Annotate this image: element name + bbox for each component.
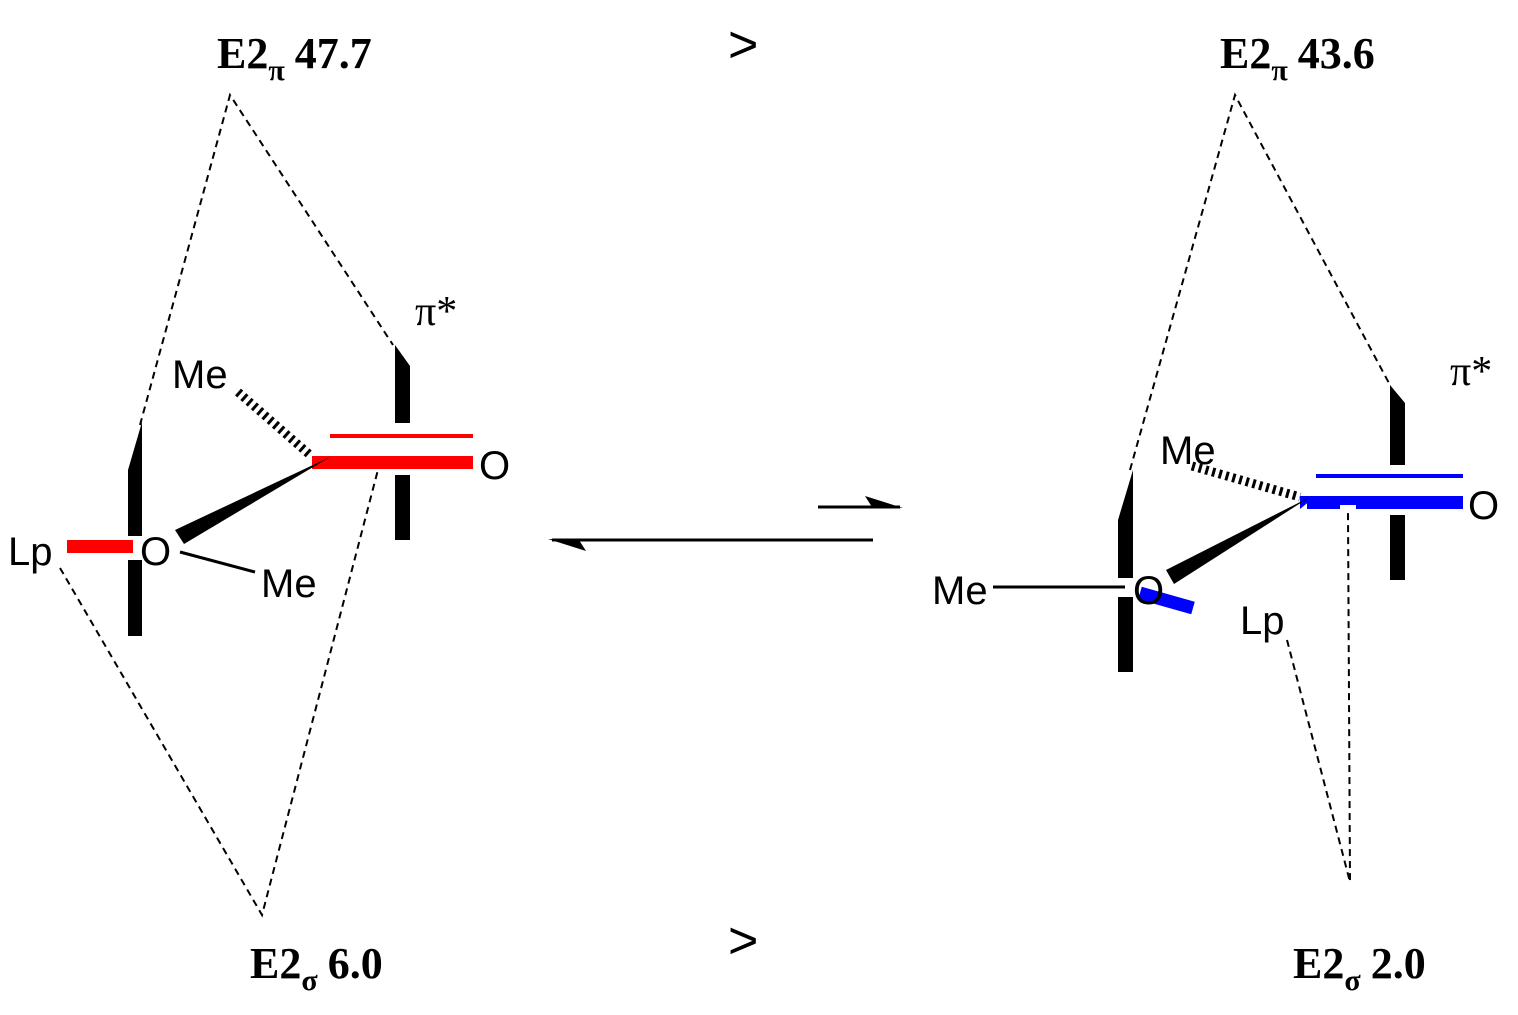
right-wedge-bond bbox=[1166, 497, 1310, 584]
left-sigma-interaction-line bbox=[59, 461, 381, 918]
left-pi-interaction-line bbox=[139, 92, 394, 426]
left-front-bar-top bbox=[395, 345, 410, 423]
greater-than-bottom: > bbox=[728, 912, 758, 970]
reverse-arrow-head bbox=[548, 539, 586, 551]
left-lp-label: Lp bbox=[8, 530, 53, 574]
right-sigma-interaction-line bbox=[1286, 511, 1351, 883]
right-pi-star-label: π* bbox=[1450, 349, 1492, 395]
left-me-plain: Me bbox=[261, 562, 317, 606]
left-lone-pair-bar bbox=[67, 540, 133, 553]
right-conformer: π* Me O Lp O Me bbox=[932, 92, 1499, 883]
left-back-bar-top bbox=[128, 422, 142, 536]
left-bond-gap bbox=[291, 456, 308, 469]
equilibrium-arrows bbox=[548, 496, 903, 551]
right-carbonyl-o: O bbox=[1468, 484, 1499, 528]
left-back-bar-bottom bbox=[128, 560, 142, 636]
left-me-hashed: Me bbox=[172, 353, 228, 397]
right-lp-label: Lp bbox=[1240, 599, 1285, 643]
right-front-bar-top bbox=[1390, 385, 1405, 465]
right-me-plain: Me bbox=[932, 569, 988, 613]
left-o-me-bond bbox=[179, 550, 256, 574]
right-ether-o: O bbox=[1133, 569, 1164, 613]
right-front-bar-bottom bbox=[1390, 515, 1405, 580]
forward-arrow-head bbox=[865, 496, 903, 508]
left-pi-bond bbox=[330, 434, 473, 438]
right-lone-pair-bar bbox=[1138, 586, 1195, 615]
greater-than-top: > bbox=[728, 16, 758, 74]
left-wedge-bond bbox=[175, 457, 330, 544]
right-me-hashed: Me bbox=[1160, 429, 1216, 473]
right-bond-gap bbox=[1340, 505, 1356, 510]
right-pi-interaction-line bbox=[1129, 92, 1391, 471]
right-hashed-bond bbox=[1190, 461, 1302, 502]
right-back-bar-top bbox=[1118, 470, 1133, 578]
left-conformer: π* Me O Lp O Me bbox=[8, 92, 510, 918]
right-back-bar-bottom bbox=[1118, 597, 1133, 672]
left-ether-o: O bbox=[140, 530, 171, 574]
left-sigma-bond bbox=[312, 456, 473, 469]
left-pi-star-label: π* bbox=[415, 289, 457, 335]
left-front-bar-bottom bbox=[395, 475, 410, 540]
left-carbonyl-o: O bbox=[479, 444, 510, 488]
left-hashed-bond bbox=[235, 388, 313, 459]
right-sigma-bond bbox=[1300, 496, 1463, 509]
right-pi-bond bbox=[1316, 474, 1463, 478]
right-bond-taper bbox=[1300, 496, 1316, 509]
